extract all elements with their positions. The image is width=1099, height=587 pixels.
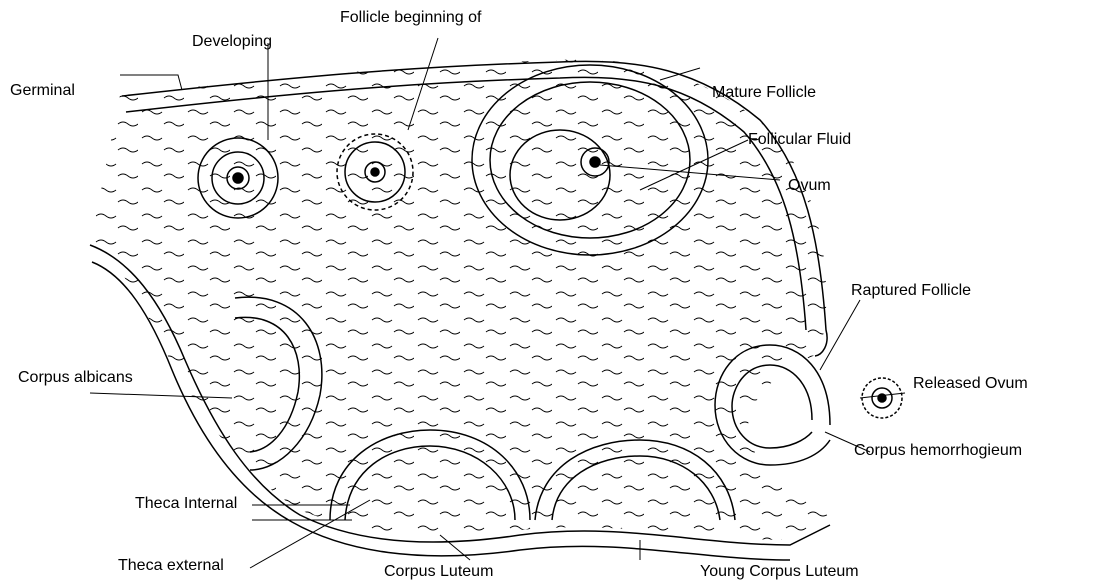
label-ovum: Ovum — [788, 178, 831, 194]
label-young-corpus-luteum: Young Corpus Luteum — [700, 564, 859, 580]
stroma-texture — [80, 50, 840, 550]
label-corpus-luteum: Corpus Luteum — [384, 564, 493, 580]
label-germinal: Germinal — [10, 83, 75, 99]
label-corpus-albicans: Corpus albicans — [18, 370, 133, 386]
label-follicular-fluid: Follicular Fluid — [748, 132, 851, 148]
label-raptured-follicle: Raptured Follicle — [851, 283, 971, 299]
label-developing: Developing — [192, 34, 272, 50]
label-mature-follicle: Mature Follicle — [712, 85, 816, 101]
label-follicle-beginning: Follicle beginning of — [340, 10, 481, 26]
label-theca-internal: Theca Internal — [135, 496, 237, 512]
released-ovum — [862, 378, 902, 418]
label-released-ovum: Released Ovum — [913, 376, 1028, 392]
label-theca-external: Theca external — [118, 558, 224, 574]
label-corpus-hemorrhogieum: Corpus hemorrhogieum — [854, 443, 1022, 459]
